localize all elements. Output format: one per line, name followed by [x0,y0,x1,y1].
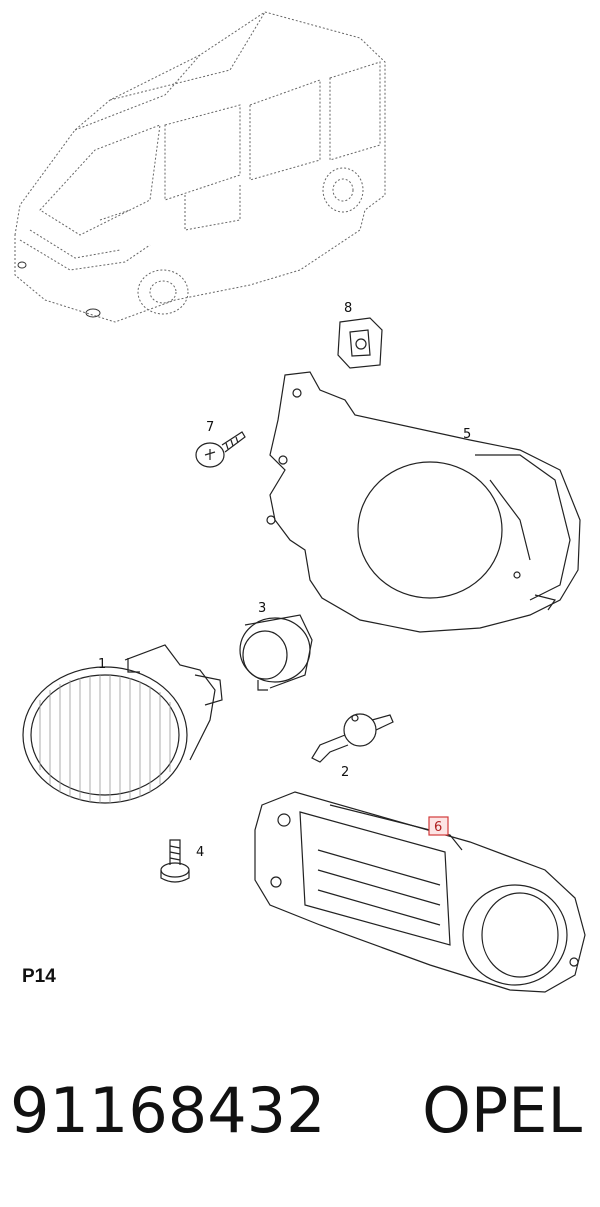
callout-3: 3 [258,601,266,616]
callout-5: 5 [463,427,471,442]
part-7-screw [195,431,246,468]
callout-4: 4 [196,845,204,860]
part-5-bracket [266,371,581,633]
callout-7: 7 [206,420,214,435]
part-6-bezel [254,791,586,993]
brand-name: OPEL [422,1074,582,1147]
part-2-bulb [311,713,394,763]
part-3-bulb-holder [239,614,313,691]
part-footer: 91168432 OPEL [0,1066,600,1156]
part-4-bolt [160,839,190,883]
page-reference: P14 [22,966,56,987]
callout-1: 1 [98,657,106,672]
part-8-clip [337,317,383,369]
callout-6: 6 [434,820,442,835]
callout-labels: 8 7 5 3 1 2 4 6 [98,301,471,860]
part-number: 91168432 [10,1074,326,1147]
parts-diagram: 8 7 5 3 1 2 4 6 [14,11,586,993]
callout-2: 2 [341,765,349,780]
van-illustration [14,11,386,323]
part-1-fog-lamp [22,644,223,804]
callout-6-highlight [428,816,449,836]
callout-8: 8 [344,301,352,316]
